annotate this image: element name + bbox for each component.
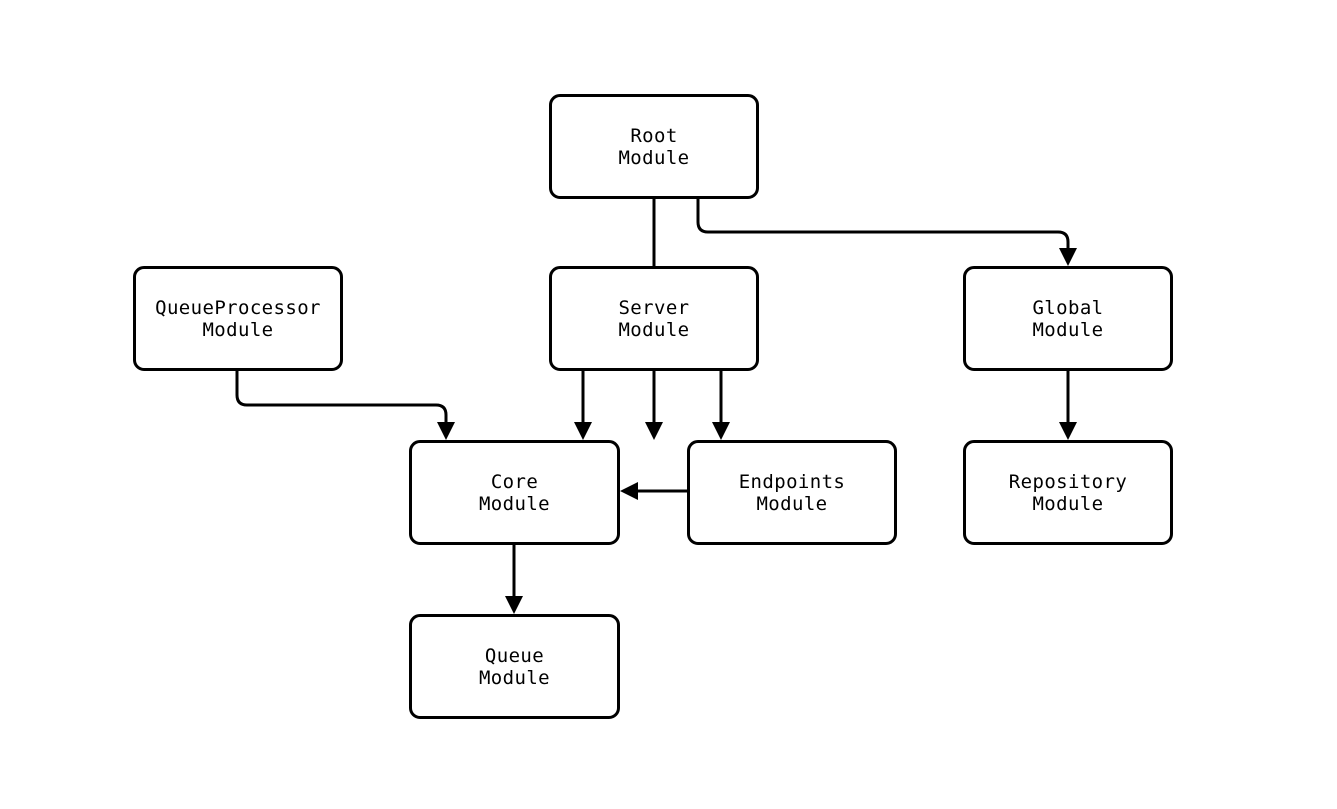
node-label-primary: Repository (1008, 470, 1128, 493)
node-label-secondary: Module (478, 666, 551, 689)
node-label-secondary: Module (202, 318, 274, 341)
node-label-secondary: Module (756, 492, 828, 515)
arrowhead-global-to-repository (1059, 422, 1077, 440)
arrowhead-root-to-server (645, 422, 663, 440)
arrowhead-core-to-queue (505, 596, 523, 614)
node-label-secondary: Module (618, 318, 690, 341)
arrowhead-endpoints-to-core (620, 482, 638, 500)
node-label-primary: Endpoints (738, 470, 846, 493)
arrowhead-root-to-global (1059, 248, 1077, 266)
arrowhead-queueprocessor-to-core (437, 422, 455, 440)
node-label-primary: QueueProcessor (155, 296, 321, 319)
node-label-primary: Global (1032, 296, 1104, 319)
node-label-primary: Core (490, 470, 539, 493)
node-label-secondary: Module (1032, 492, 1104, 515)
node-label-primary: Root (630, 124, 678, 147)
node-label-secondary: Module (478, 492, 551, 515)
node-label-secondary: Module (618, 146, 690, 169)
edges-group (235, 199, 1070, 606)
arrowhead-server-to-core (574, 422, 592, 440)
node-label-secondary: Module (1032, 318, 1104, 341)
edge-root-to-global (696, 199, 1070, 258)
node-label-primary: Queue (484, 644, 545, 667)
edge-queueprocessor-to-core (235, 371, 448, 432)
node-label-primary: Server (618, 296, 690, 319)
arrowhead-server-to-endpoints (712, 422, 730, 440)
